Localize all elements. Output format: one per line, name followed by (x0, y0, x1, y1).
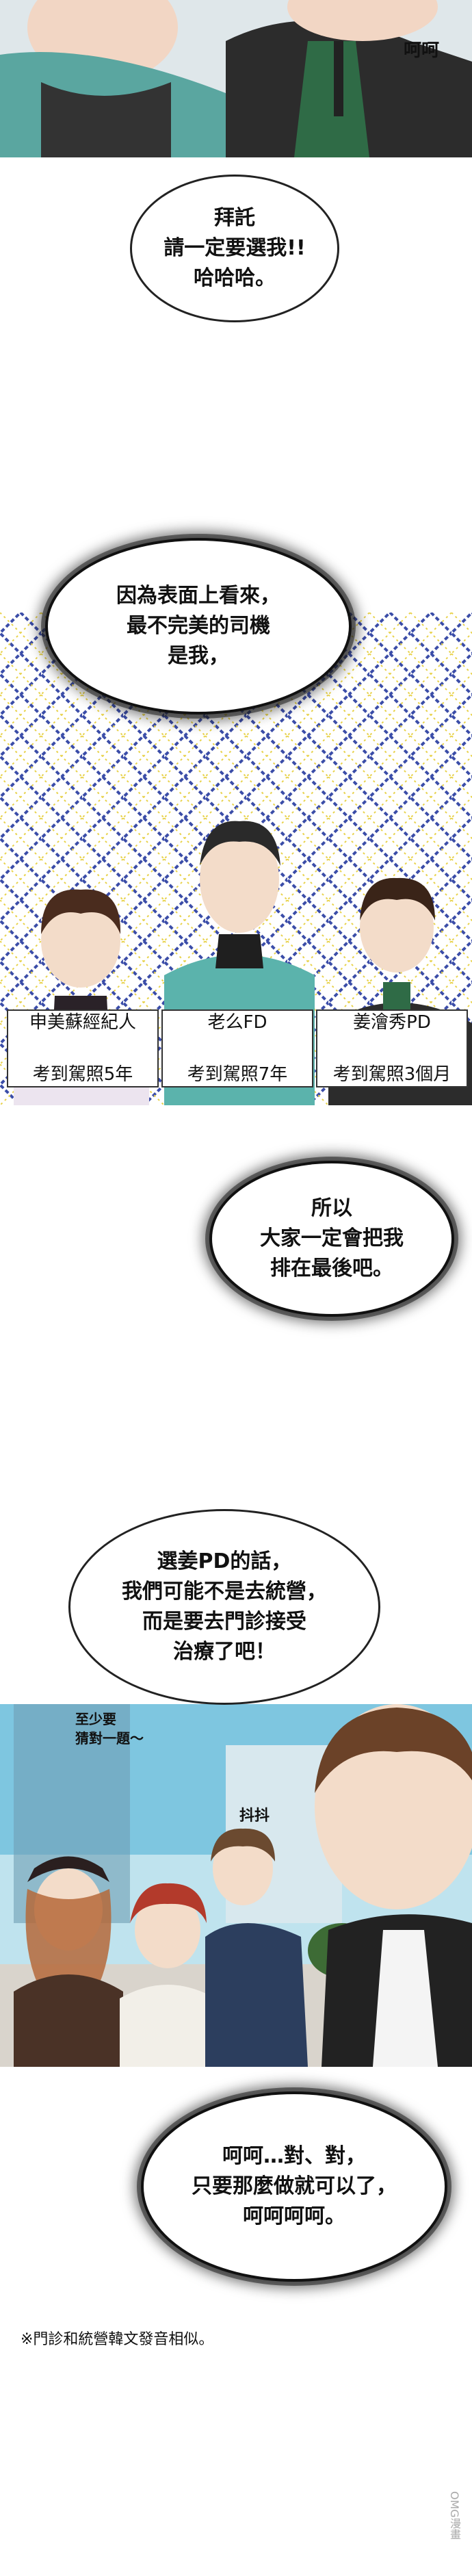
caption-pd: 姜澮秀PD 考到駕照3個月 (316, 1009, 468, 1087)
thought-bubble-5: 呵呵…對、對， 只要那麼做就可以了， 呵呵呵呵。 (144, 2094, 445, 2279)
caption-pd-detail: 考到駕照3個月 (332, 1064, 451, 1085)
top-panel: 呵呵 (0, 0, 472, 157)
top-panel-art (0, 0, 472, 157)
laugh-sfx: 呵呵 (404, 40, 440, 61)
speech-bubble-1: 拜託 請一定要選我!! 哈哈哈。 (130, 175, 339, 322)
caption-pd-inner: 姜澮秀PD 考到駕照3個月 (333, 983, 451, 1113)
thought-bubble-3-text: 所以 大家一定會把我 排在最後吧。 (260, 1196, 404, 1280)
thought-bubble-5-text: 呵呵…對、對， 只要那麼做就可以了， 呵呵呵呵。 (192, 2144, 397, 2228)
watermark: OMG漫畫 (448, 2491, 461, 2540)
caption-fd: 老么FD 考到駕照7年 (161, 1009, 313, 1087)
small-talk-sfx: 至少要 猜對一題～ (75, 1711, 144, 1747)
caption-manager-detail: 考到駕照5年 (32, 1064, 133, 1085)
speech-bubble-4: 選姜PD的話， 我們可能不是去統營， 而是要去門診接受 治療了吧！ (68, 1509, 380, 1705)
speech-bubble-4-text: 選姜PD的話， 我們可能不是去統營， 而是要去門診接受 治療了吧！ (122, 1549, 327, 1664)
caption-manager-name: 申美蘇經紀人 (29, 1012, 136, 1033)
caption-pd-name: 姜澮秀PD (353, 1012, 431, 1033)
caption-manager-inner: 申美蘇經紀人 考到駕照5年 (29, 983, 136, 1113)
thought-bubble-3: 所以 大家一定會把我 排在最後吧。 (212, 1163, 451, 1314)
caption-manager: 申美蘇經紀人 考到駕照5年 (7, 1009, 159, 1087)
caption-fd-inner: 老么FD 考到駕照7年 (187, 983, 288, 1113)
caption-fd-name: 老么FD (207, 1012, 267, 1033)
footnote: ※門診和統營韓文發音相似。 (21, 2331, 214, 2348)
group-panel: 至少要 猜對一題～ 抖抖 (0, 1704, 472, 2067)
thought-bubble-2-text: 因為表面上看來， 最不完美的司機 是我， (116, 584, 280, 668)
group-panel-art (0, 1704, 472, 2067)
speech-bubble-1-text: 拜託 請一定要選我!! 哈哈哈。 (163, 206, 306, 290)
thought-bubble-2: 因為表面上看來， 最不完美的司機 是我， (48, 541, 349, 712)
caption-fd-detail: 考到駕照7年 (187, 1064, 288, 1085)
shake-sfx: 抖抖 (239, 1807, 270, 1825)
